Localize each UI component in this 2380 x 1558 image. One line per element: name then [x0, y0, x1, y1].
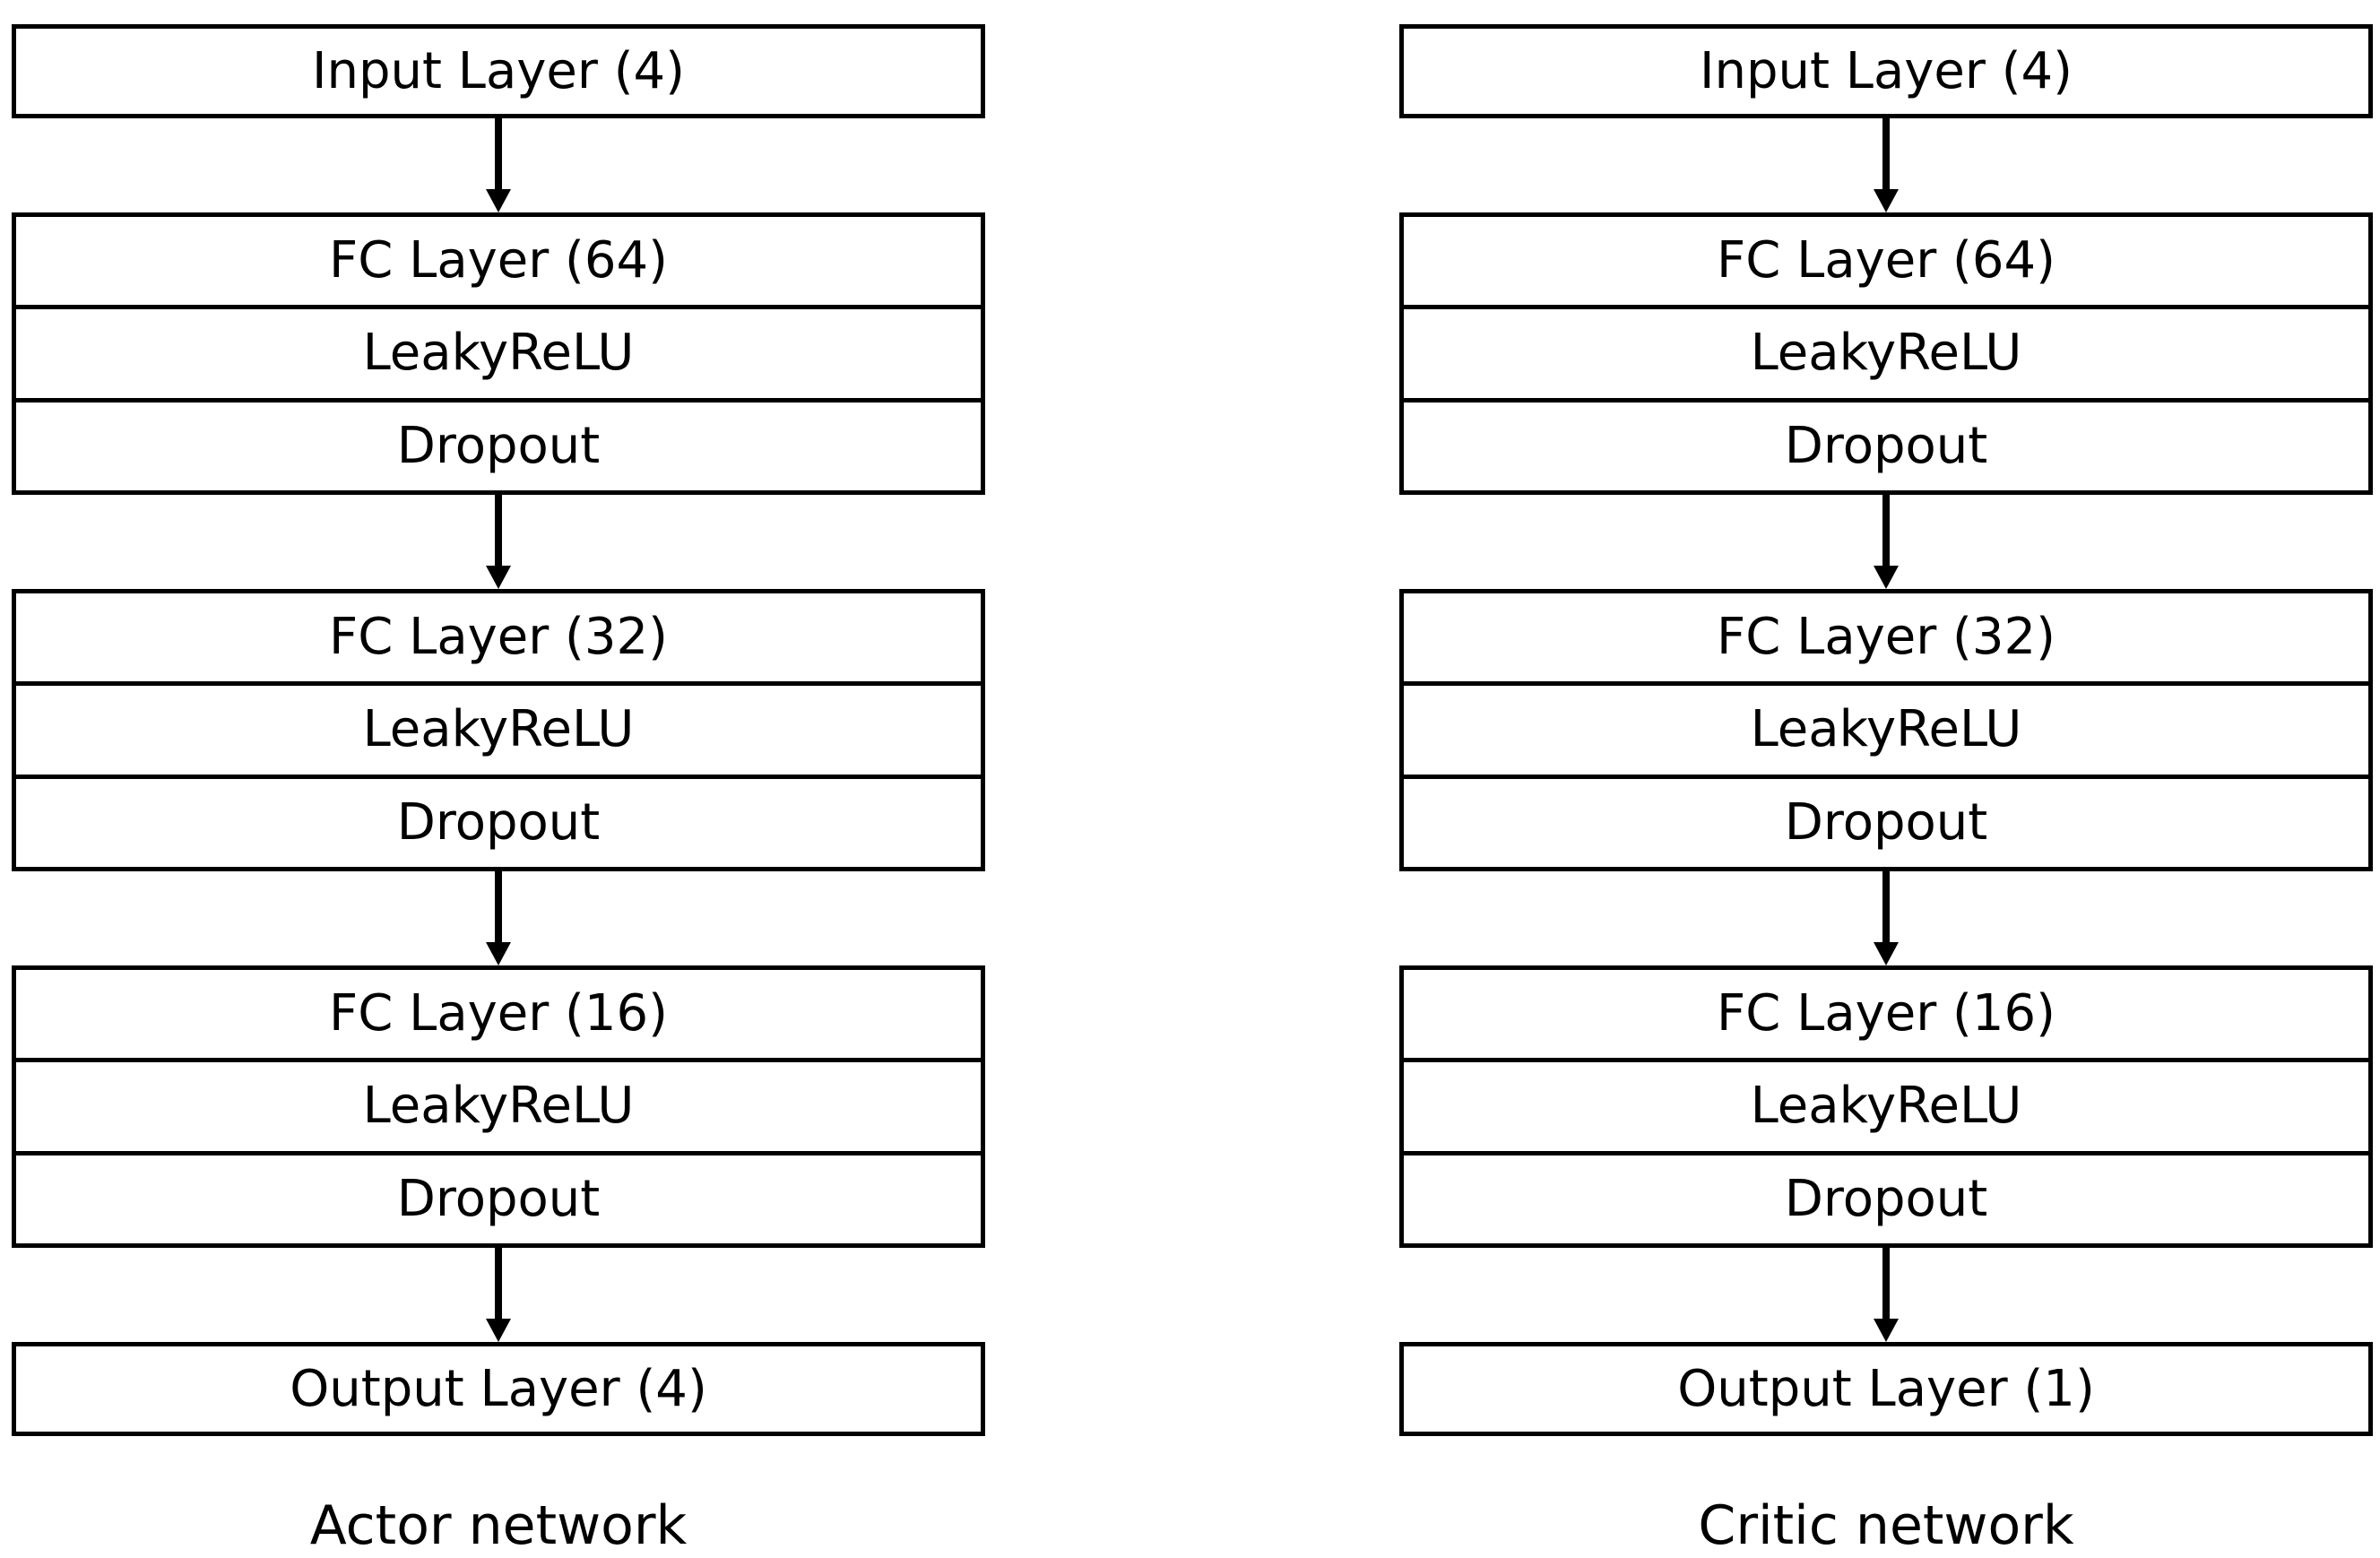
arrow-down-icon — [1874, 1248, 1899, 1342]
critic-fc16-activation-label: LeakyReLU — [1404, 1058, 2368, 1150]
caption-critic-network: Critic network — [1698, 1494, 2074, 1557]
arrow-down-icon — [1874, 495, 1899, 589]
arrow-shaft — [495, 118, 502, 189]
actor-fc16-block: FC Layer (16) LeakyReLU Dropout — [12, 965, 985, 1248]
actor-fc64-activation-label: LeakyReLU — [16, 305, 981, 397]
actor-fc64-block: FC Layer (64) LeakyReLU Dropout — [12, 212, 985, 495]
arrow-head — [1874, 566, 1899, 589]
arrow-shaft — [495, 495, 502, 566]
arrow-shaft — [495, 871, 502, 942]
actor-fc64-label: FC Layer (64) — [329, 231, 668, 290]
critic-network-column: Input Layer (4) FC Layer (64) LeakyReLU … — [1399, 24, 2373, 1558]
arrow-down-icon — [1874, 118, 1899, 212]
actor-fc32-activation-label: LeakyReLU — [16, 681, 981, 774]
arrow-shaft — [1882, 871, 1890, 942]
arrow-down-icon — [486, 495, 511, 589]
arrow-head — [486, 566, 511, 589]
critic-fc32-label: FC Layer (32) — [1717, 608, 2055, 667]
actor-fc32-label: FC Layer (32) — [329, 608, 668, 667]
arrow-head — [1874, 942, 1899, 965]
arrow-down-icon — [486, 118, 511, 212]
actor-fc16-label: FC Layer (16) — [329, 984, 668, 1043]
actor-fc16-activation-label: LeakyReLU — [16, 1058, 981, 1150]
actor-output-layer-label: Output Layer (4) — [290, 1359, 707, 1418]
critic-fc64-block: FC Layer (64) LeakyReLU Dropout — [1399, 212, 2373, 495]
actor-input-layer-label: Input Layer (4) — [311, 41, 686, 100]
arrow-shaft — [495, 1248, 502, 1319]
actor-fc32-block: FC Layer (32) LeakyReLU Dropout — [12, 589, 985, 871]
actor-fc64-dropout-label: Dropout — [16, 397, 981, 490]
actor-output-layer-box: Output Layer (4) — [12, 1342, 985, 1436]
critic-output-layer-box: Output Layer (1) — [1399, 1342, 2373, 1436]
critic-fc64-label: FC Layer (64) — [1717, 231, 2055, 290]
arrow-head — [1874, 189, 1899, 212]
arrow-head — [486, 942, 511, 965]
critic-fc32-block: FC Layer (32) LeakyReLU Dropout — [1399, 589, 2373, 871]
actor-fc16-dropout-label: Dropout — [16, 1150, 981, 1243]
critic-input-layer-box: Input Layer (4) — [1399, 24, 2373, 118]
critic-fc16-label: FC Layer (16) — [1717, 984, 2055, 1043]
arrow-head — [486, 1319, 511, 1342]
critic-fc32-activation-label: LeakyReLU — [1404, 681, 2368, 774]
critic-fc32-dropout-label: Dropout — [1404, 774, 2368, 867]
arrow-down-icon — [1874, 871, 1899, 965]
arrow-shaft — [1882, 1248, 1890, 1319]
critic-fc16-dropout-label: Dropout — [1404, 1150, 2368, 1243]
caption-actor-network: Actor network — [309, 1494, 688, 1557]
critic-fc16-block: FC Layer (16) LeakyReLU Dropout — [1399, 965, 2373, 1248]
arrow-down-icon — [486, 1248, 511, 1342]
arrow-down-icon — [486, 871, 511, 965]
critic-input-layer-label: Input Layer (4) — [1699, 41, 2073, 100]
actor-input-layer-box: Input Layer (4) — [12, 24, 985, 118]
arrow-head — [1874, 1319, 1899, 1342]
arrow-shaft — [1882, 495, 1890, 566]
arrow-head — [486, 189, 511, 212]
actor-fc32-dropout-label: Dropout — [16, 774, 981, 867]
arrow-shaft — [1882, 118, 1890, 189]
critic-fc64-activation-label: LeakyReLU — [1404, 305, 2368, 397]
critic-fc64-dropout-label: Dropout — [1404, 397, 2368, 490]
actor-network-column: Input Layer (4) FC Layer (64) LeakyReLU … — [12, 24, 985, 1558]
critic-output-layer-label: Output Layer (1) — [1677, 1359, 2095, 1418]
